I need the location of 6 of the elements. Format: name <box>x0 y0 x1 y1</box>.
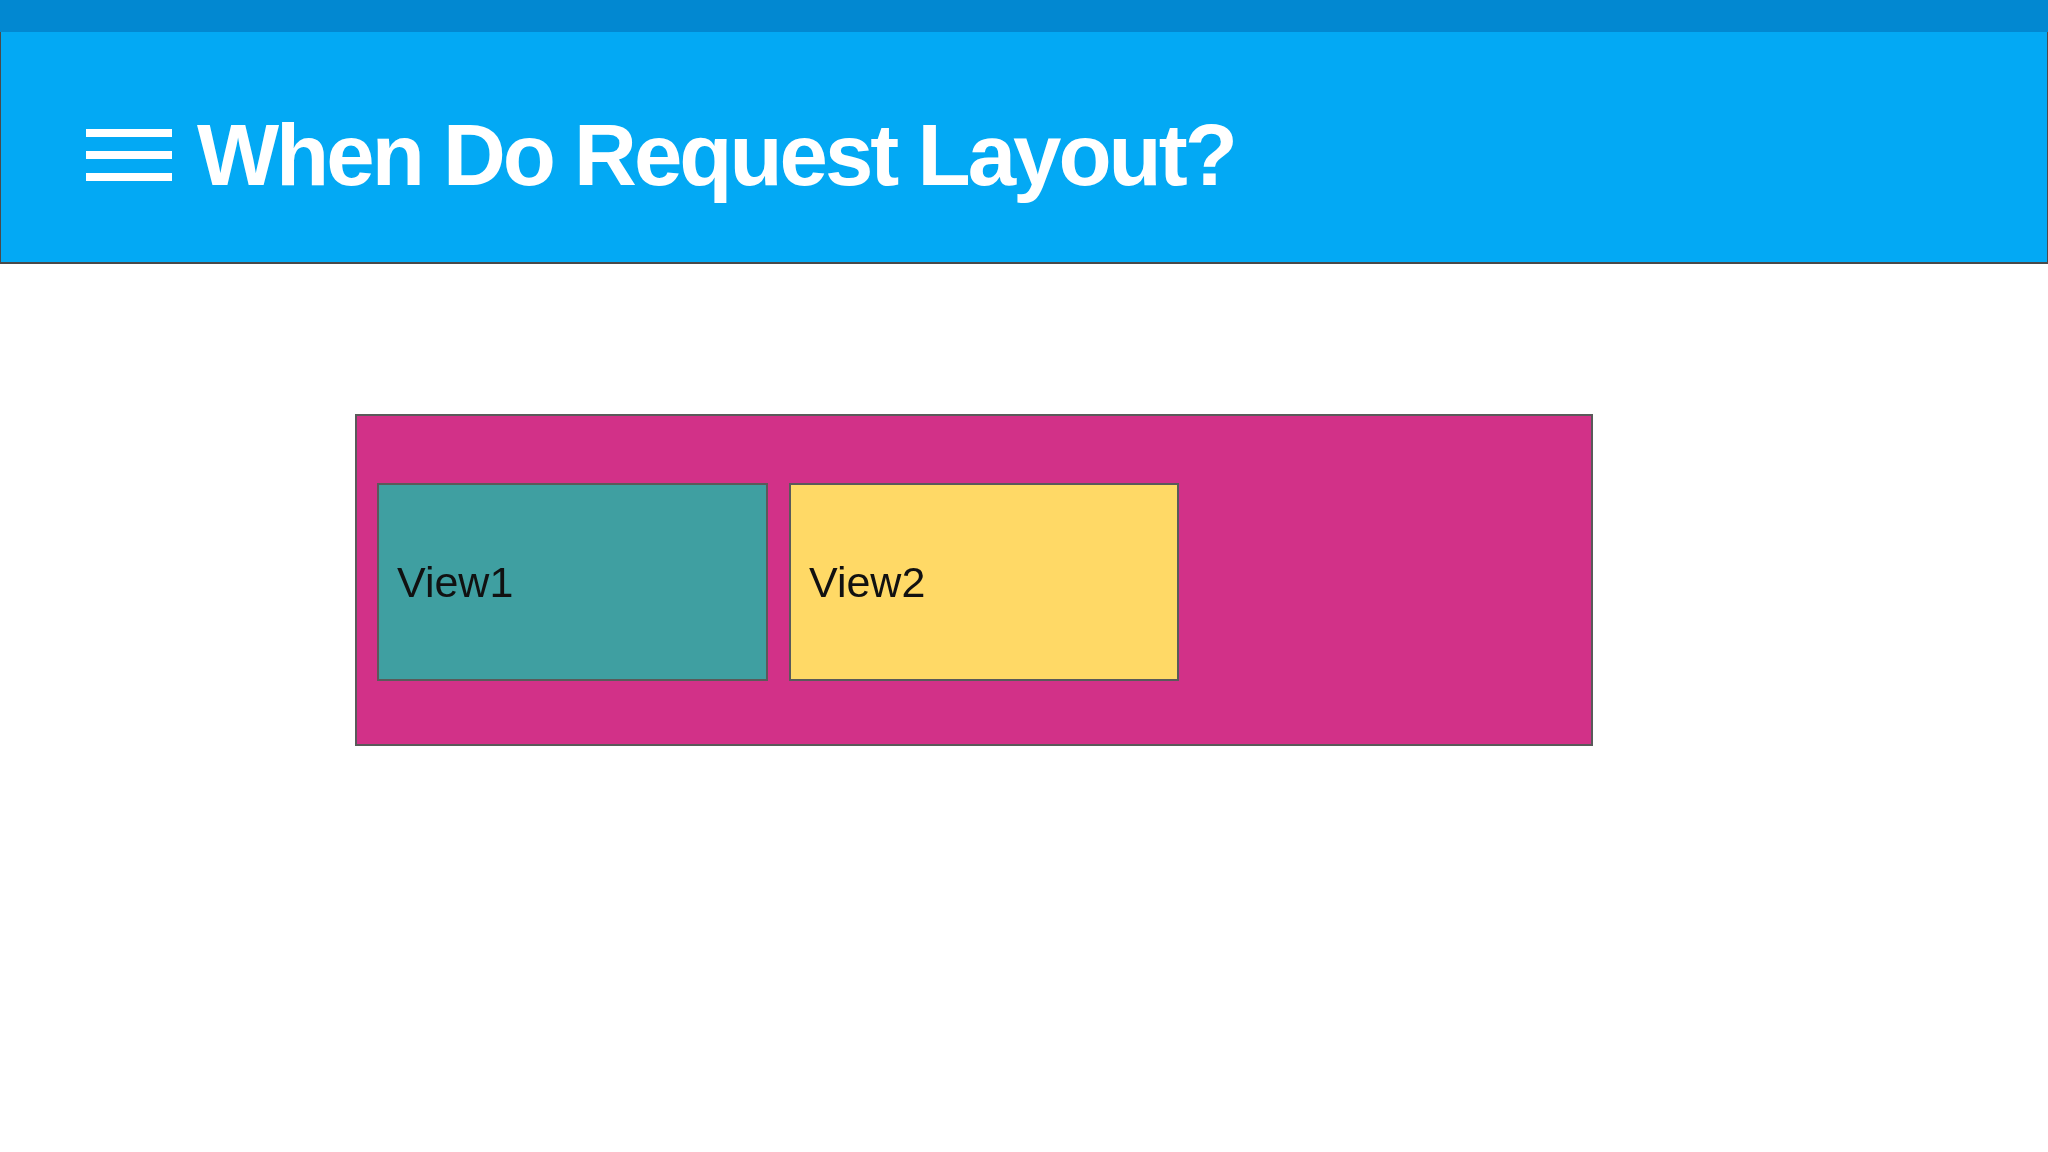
container-box <box>355 414 1593 746</box>
view-label: View2 <box>809 557 926 607</box>
slide-title: When Do Request Layout? <box>197 105 1235 205</box>
view-box <box>377 483 768 681</box>
view-box <box>789 483 1179 681</box>
view-label: View1 <box>397 557 514 607</box>
